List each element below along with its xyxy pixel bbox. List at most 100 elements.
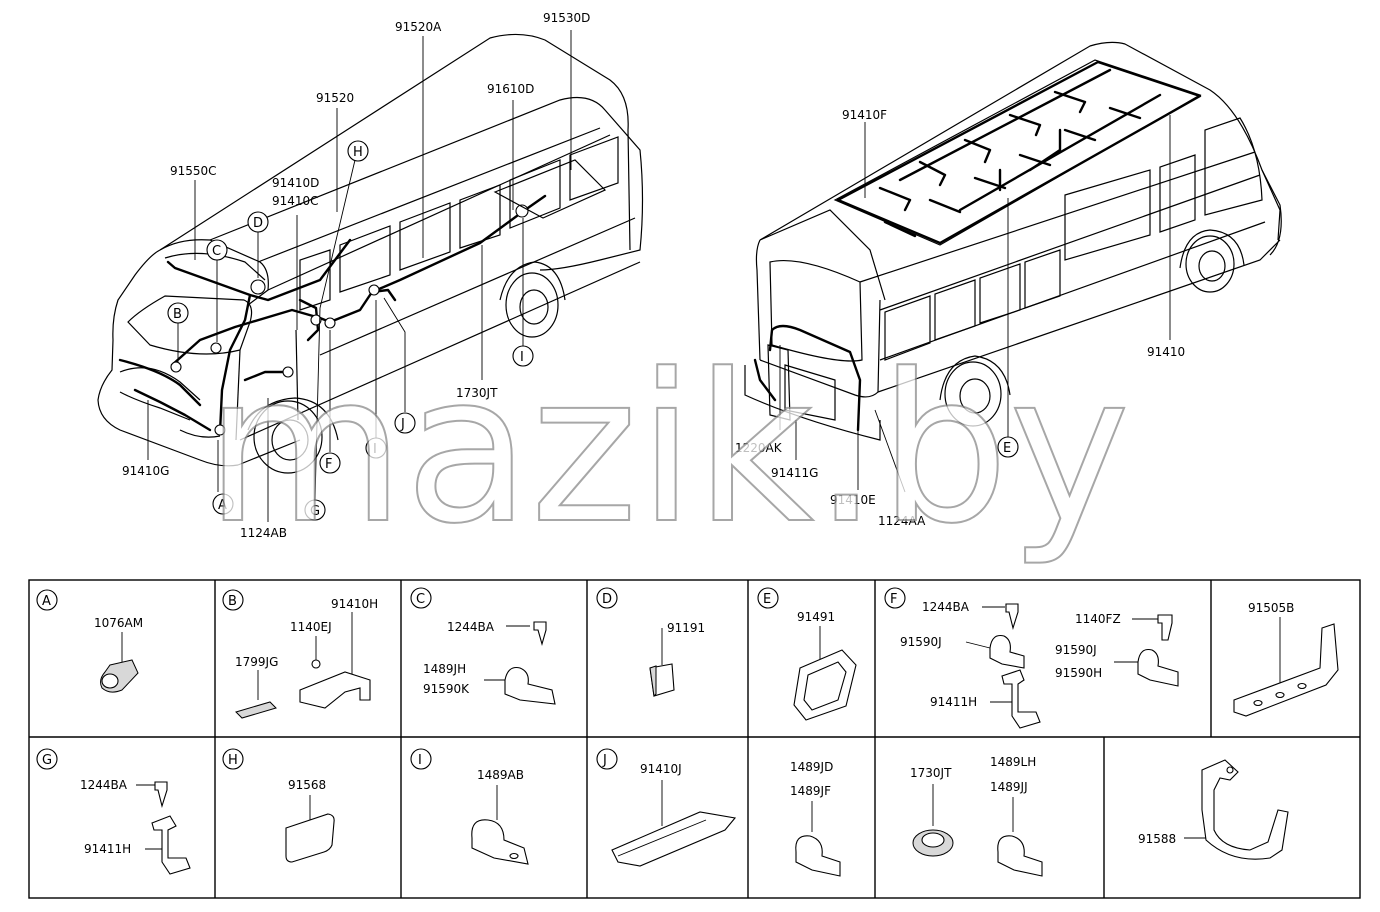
van-front-illustration: [97, 30, 644, 522]
panel-I: I 1489AB: [410, 748, 529, 865]
panel-F: F 1244BA 1140FZ 91590J 91590J 91590H 914…: [884, 587, 1179, 729]
part-label-91590H: 91590H: [1055, 666, 1102, 680]
callout-91410C: 91410C: [272, 194, 319, 208]
van-rear-labels: 91410F 91410 1220AK 91411G 91410E 1124AA…: [735, 108, 1185, 528]
callout-91520A: 91520A: [395, 20, 442, 34]
screw-part-icon-f1: [1005, 603, 1019, 631]
screw-part-icon: [533, 621, 547, 647]
marker-F: F: [325, 457, 332, 472]
van-front-labels: 91530D 91520A 91610D 91520 91550C 91410D…: [122, 11, 590, 540]
panel-letter-D: D: [602, 592, 612, 607]
callout-91410: 91410: [1147, 345, 1185, 359]
panel-A: A 1076AM: [36, 589, 143, 693]
clamp-part-icon: [504, 666, 556, 705]
panel-C: C 1244BA 1489JH 91590K: [410, 587, 556, 705]
callout-1730JT: 1730JT: [456, 386, 498, 400]
panel-91588: 91588: [1138, 759, 1289, 860]
panel-J: J 91410J: [596, 748, 737, 867]
part-label-1140FZ: 1140FZ: [1075, 612, 1121, 626]
clamp-part-icon-lh: [997, 835, 1043, 877]
screw-part-icon-g: [154, 781, 168, 809]
wire-bracket-part-icon: [1201, 759, 1289, 860]
panel-letter-C: C: [416, 592, 425, 607]
callout-91610D: 91610D: [487, 82, 534, 96]
part-label-1140EJ: 1140EJ: [290, 620, 332, 634]
marker-A: A: [218, 498, 227, 513]
callout-1124AB: 1124AB: [240, 526, 287, 540]
part-label-91568: 91568: [288, 778, 326, 792]
part-label-1489JH: 1489JH: [423, 662, 466, 676]
part-label-1244BA: 1244BA: [447, 620, 495, 634]
part-label-91410J: 91410J: [640, 762, 682, 776]
marker-G: G: [310, 504, 320, 519]
marker-C: C: [212, 244, 221, 259]
part-label-1489JJ: 1489JJ: [990, 780, 1028, 794]
panel-letter-G: G: [42, 753, 52, 768]
panel-1489JD: 1489JD 1489JF: [790, 760, 841, 877]
callout-91411G: 91411G: [771, 466, 818, 480]
panel-G: G 1244BA 91411H: [36, 748, 191, 875]
part-label-1489AB: 1489AB: [477, 768, 524, 782]
callout-91520: 91520: [316, 91, 354, 105]
parts-table-grid: [28, 579, 1361, 899]
clamp-part-icon-f2: [1137, 648, 1179, 687]
callout-91410D: 91410D: [272, 176, 319, 190]
callout-1124AA: 1124AA: [878, 514, 926, 528]
panel-letter-H: H: [228, 753, 238, 768]
callout-91530D: 91530D: [543, 11, 590, 25]
part-label-91411H-f: 91411H: [930, 695, 977, 709]
marker-D: D: [253, 216, 263, 231]
panel-D: D 91191: [596, 587, 705, 698]
part-label-91590K: 91590K: [423, 682, 470, 696]
marker-E: E: [1003, 441, 1011, 456]
bracket-part-icon-f: [1001, 669, 1041, 729]
protector-part-icon: [611, 811, 737, 867]
panel-E: E 91491: [757, 587, 857, 721]
clamp-part-icon-f1: [989, 634, 1025, 669]
part-label-91505B: 91505B: [1248, 601, 1294, 615]
marker-J: J: [400, 417, 405, 432]
bolt-part-icon: [311, 659, 321, 669]
long-bracket-part-icon: [1233, 623, 1339, 717]
van-rear-illustration: [744, 41, 1282, 493]
part-label-1244BA-g: 1244BA: [80, 778, 128, 792]
bracket-part-icon: [299, 671, 371, 709]
panel-letter-F: F: [890, 592, 897, 607]
marker-I-bottom: I: [373, 442, 377, 457]
callout-91410E: 91410E: [830, 493, 876, 507]
pad-part-icon: [285, 813, 335, 863]
part-label-91491: 91491: [797, 610, 835, 624]
panel-91505B: 91505B: [1233, 601, 1339, 717]
part-label-1489JF: 1489JF: [790, 784, 831, 798]
part-label-91410H: 91410H: [331, 597, 378, 611]
part-label-91191: 91191: [667, 621, 705, 635]
panel-B: B 91410H 1140EJ 1799JG: [222, 589, 378, 719]
clamp-part-icon-i: [471, 819, 529, 865]
panel-letter-A: A: [42, 594, 51, 609]
part-label-91590J-right: 91590J: [1055, 643, 1097, 657]
part-label-1730JT: 1730JT: [910, 766, 952, 780]
bracket-part-icon-g: [151, 815, 191, 875]
panel-H: H 91568: [222, 748, 335, 863]
part-label-91590J-left: 91590J: [900, 635, 942, 649]
callout-91410G: 91410G: [122, 464, 169, 478]
callout-1220AK: 1220AK: [735, 441, 783, 455]
part-label-1489JD: 1489JD: [790, 760, 833, 774]
panel-letter-I: I: [418, 753, 422, 768]
callout-91410F: 91410F: [842, 108, 887, 122]
watermark-text: mazik.by: [205, 331, 1130, 569]
clip-part-icon: [235, 701, 277, 719]
part-label-1799JG: 1799JG: [235, 655, 278, 669]
marker-H: H: [353, 145, 363, 160]
bolt-part-icon-f2: [1157, 614, 1173, 641]
marker-B: B: [173, 307, 182, 322]
panel-letter-J: J: [602, 753, 607, 768]
part-label-1489LH: 1489LH: [990, 755, 1036, 769]
panel-1730JT: 1730JT 1489LH 1489JJ: [910, 755, 1043, 877]
van-front-markers: D C B A H I J F G I: [167, 140, 534, 521]
part-label-91411H-g: 91411H: [84, 842, 131, 856]
panel-letter-E: E: [763, 592, 771, 607]
clamp-part-icon-jd: [795, 835, 841, 877]
part-label-91588: 91588: [1138, 832, 1176, 846]
